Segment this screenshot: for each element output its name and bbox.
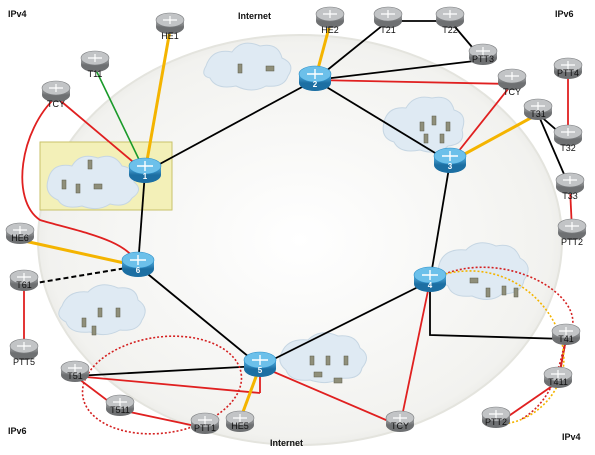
switch-icon-t21[interactable]: T21 [373,6,403,35]
switch-icon-tcy_s[interactable]: TCY [385,410,415,432]
router-icon-r1[interactable]: 1 [128,157,162,183]
switch-icon-he1[interactable]: HE1 [155,12,185,41]
router-number: 6 [136,266,141,275]
corner-label-bottom-left: IPv6 [8,426,27,436]
device-label: PTT4 [557,68,579,78]
device-label: T31 [530,109,546,119]
device-label: T61 [16,280,32,290]
router-number: 4 [428,281,433,290]
switch-icon-tcy_nw[interactable]: TCY [41,80,71,109]
device-label: T33 [562,191,578,201]
switch-icon-t11[interactable]: T11 [80,50,110,79]
router-number: 2 [313,80,318,89]
device-label: T22 [442,25,458,35]
device-label: T51 [67,371,83,381]
device-label: PTT2 [561,237,583,247]
router-number: 5 [258,366,263,375]
green-link [94,67,146,173]
switch-icon-t41[interactable]: T41 [551,323,581,345]
switch-icon-ptt4[interactable]: PTT4 [553,57,583,79]
device-label: HE2 [321,25,339,35]
corner-label-top-left: IPv4 [8,9,27,19]
corner-label-bottom-right: IPv4 [562,432,581,442]
router-icon-r4[interactable]: 4 [413,266,447,292]
switch-icon-ptt1[interactable]: PTT1 [190,412,220,434]
device-label: PTT3 [472,54,494,64]
switch-icon-ptt2_se[interactable]: PTT2 [481,406,511,428]
device-label: T511 [110,405,130,415]
switch-icon-t22[interactable]: T22 [435,6,465,35]
router-number: 1 [143,172,148,181]
router-icon-r6[interactable]: 6 [121,251,155,277]
device-label: HE1 [161,31,179,41]
device-label: PTT2 [485,417,507,427]
router-icon-r3[interactable]: 3 [433,147,467,173]
switch-icon-t51[interactable]: T51 [60,360,90,382]
switch-icon-t411[interactable]: T411 [543,366,573,388]
switch-icon-tcy_ne[interactable]: TCY [497,68,527,97]
switch-icon-he2[interactable]: HE2 [315,6,345,35]
switch-icon-he5[interactable]: HE5 [225,410,255,432]
device-label: PTT5 [13,357,35,367]
switch-icon-ptt2_e[interactable]: PTT2 [557,218,587,247]
corner-label-top-right: IPv6 [555,9,574,19]
device-label: TCY [503,87,521,97]
device-label: T41 [558,334,574,344]
switch-icon-t31[interactable]: T31 [523,98,553,120]
switch-icon-ptt5[interactable]: PTT5 [9,338,39,367]
device-label: T32 [560,143,576,153]
dashed-link [23,265,139,286]
device-label: PTT1 [194,423,216,433]
device-label: T11 [88,69,103,79]
host-icons [61,63,519,384]
device-label: T411 [548,377,568,387]
device-label: HE5 [231,421,249,431]
router-number: 3 [448,162,453,171]
router-icon-r5[interactable]: 5 [243,351,277,377]
router-icon-r2[interactable]: 2 [298,65,332,91]
device-label: TCY [391,421,409,431]
switch-icon-t511[interactable]: T511 [105,394,135,416]
switch-icon-he6[interactable]: HE6 [5,222,35,244]
dotted-tunnels [81,266,574,435]
device-label: T21 [380,25,396,35]
internet-label-top: Internet [238,11,271,21]
device-label: HE6 [11,233,29,243]
switch-icon-t32[interactable]: T32 [553,124,583,153]
switch-icon-t61[interactable]: T61 [9,269,39,291]
device-label: TCY [47,99,65,109]
switch-icon-t33[interactable]: T33 [555,172,585,201]
switch-icon-ptt3[interactable]: PTT3 [468,43,498,65]
internet-label-bottom: Internet [270,438,303,448]
